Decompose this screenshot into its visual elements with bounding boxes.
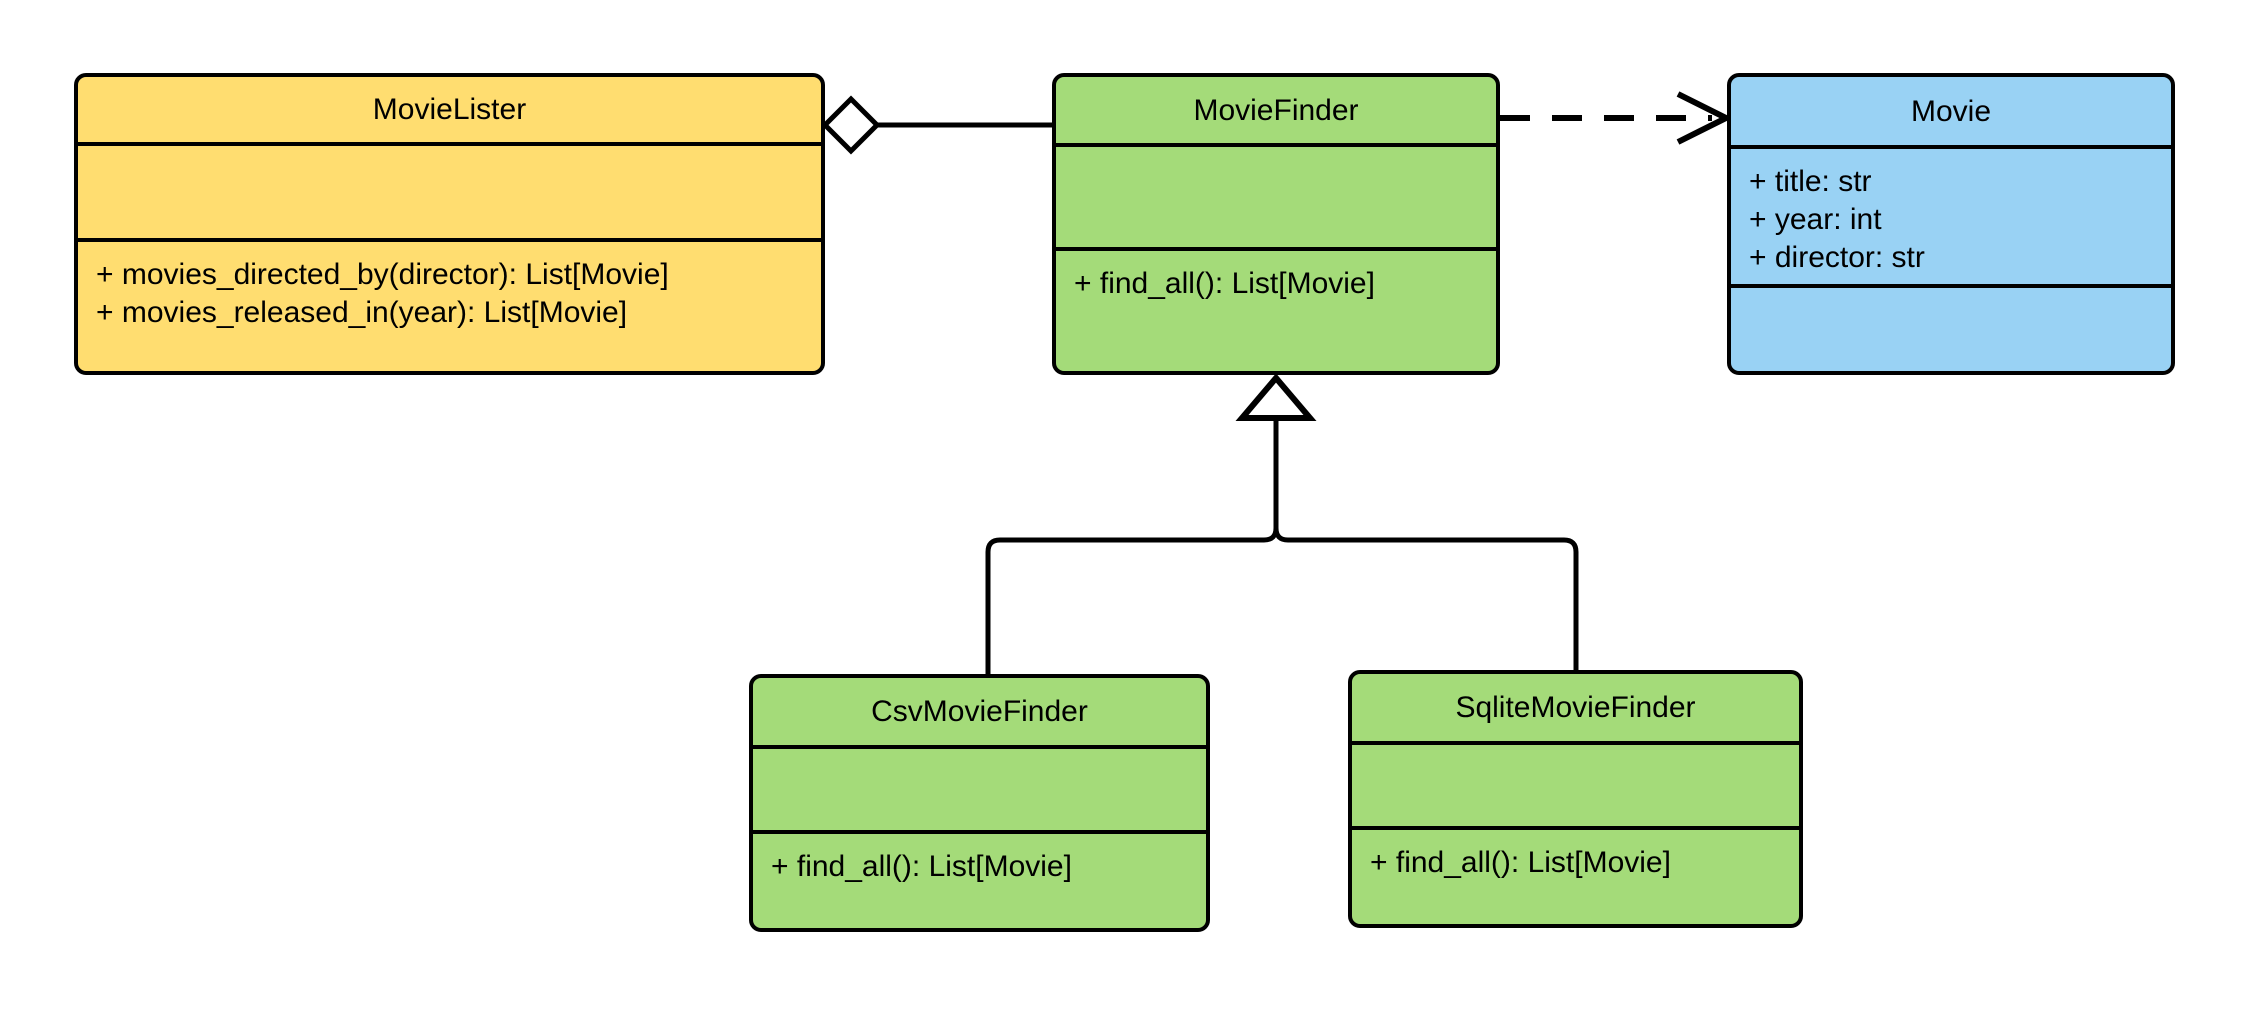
generalization-line-csv [985, 416, 1279, 674]
class-name-compartment: MovieFinder [1056, 77, 1496, 143]
hollow-diamond-icon [821, 95, 881, 155]
class-methods-compartment [1731, 284, 2171, 371]
class-title: MovieFinder [1193, 93, 1359, 127]
class-name-compartment: CsvMovieFinder [753, 678, 1206, 745]
class-attributes-compartment [1056, 143, 1496, 247]
generalization-line-sqlite [1273, 416, 1579, 674]
class-methods-compartment: + find_all(): List[Movie] [1352, 826, 1799, 924]
class-name-compartment: MovieLister [78, 77, 821, 142]
relationship-aggregation-lister-finder[interactable] [821, 95, 1052, 155]
class-attributes-compartment [753, 745, 1206, 830]
class-box-csv-movie-finder[interactable]: CsvMovieFinder + find_all(): List[Movie] [749, 674, 1210, 932]
class-box-movie-finder[interactable]: MovieFinder + find_all(): List[Movie] [1052, 73, 1500, 375]
class-method: + movies_directed_by(director): List[Mov… [96, 258, 669, 291]
class-method: + find_all(): List[Movie] [771, 850, 1072, 883]
class-title: MovieLister [372, 93, 527, 126]
class-name-compartment: Movie [1731, 77, 2171, 145]
class-attributes-compartment [78, 142, 821, 238]
class-attributes-compartment: + title: str + year: int + director: str [1731, 145, 2171, 284]
class-box-movie[interactable]: Movie + title: str + year: int + directo… [1727, 73, 2175, 375]
class-method: + find_all(): List[Movie] [1074, 267, 1375, 300]
class-title: SqliteMovieFinder [1455, 691, 1696, 724]
class-box-movie-lister[interactable]: MovieLister + movies_directed_by(directo… [74, 73, 825, 375]
class-methods-compartment: + find_all(): List[Movie] [1056, 247, 1496, 371]
open-arrow-icon [1676, 91, 1733, 145]
class-attribute: + year: int [1749, 203, 1882, 237]
class-title: Movie [1910, 94, 1992, 128]
relationship-generalization-fork[interactable] [985, 373, 1579, 674]
relationship-dependency-finder-movie[interactable] [1500, 91, 1733, 145]
class-title: CsvMovieFinder [871, 695, 1088, 728]
class-method: + find_all(): List[Movie] [1370, 846, 1671, 879]
class-methods-compartment: + find_all(): List[Movie] [753, 830, 1206, 928]
class-attributes-compartment [1352, 741, 1799, 826]
class-methods-compartment: + movies_directed_by(director): List[Mov… [78, 238, 821, 371]
class-attribute: + title: str [1749, 165, 1872, 198]
class-attribute: + director: str [1749, 241, 1925, 275]
class-method: + movies_released_in(year): List[Movie] [96, 296, 628, 330]
hollow-triangle-icon [1235, 373, 1317, 421]
class-name-compartment: SqliteMovieFinder [1352, 674, 1799, 741]
class-box-sqlite-movie-finder[interactable]: SqliteMovieFinder + find_all(): List[Mov… [1348, 670, 1803, 928]
